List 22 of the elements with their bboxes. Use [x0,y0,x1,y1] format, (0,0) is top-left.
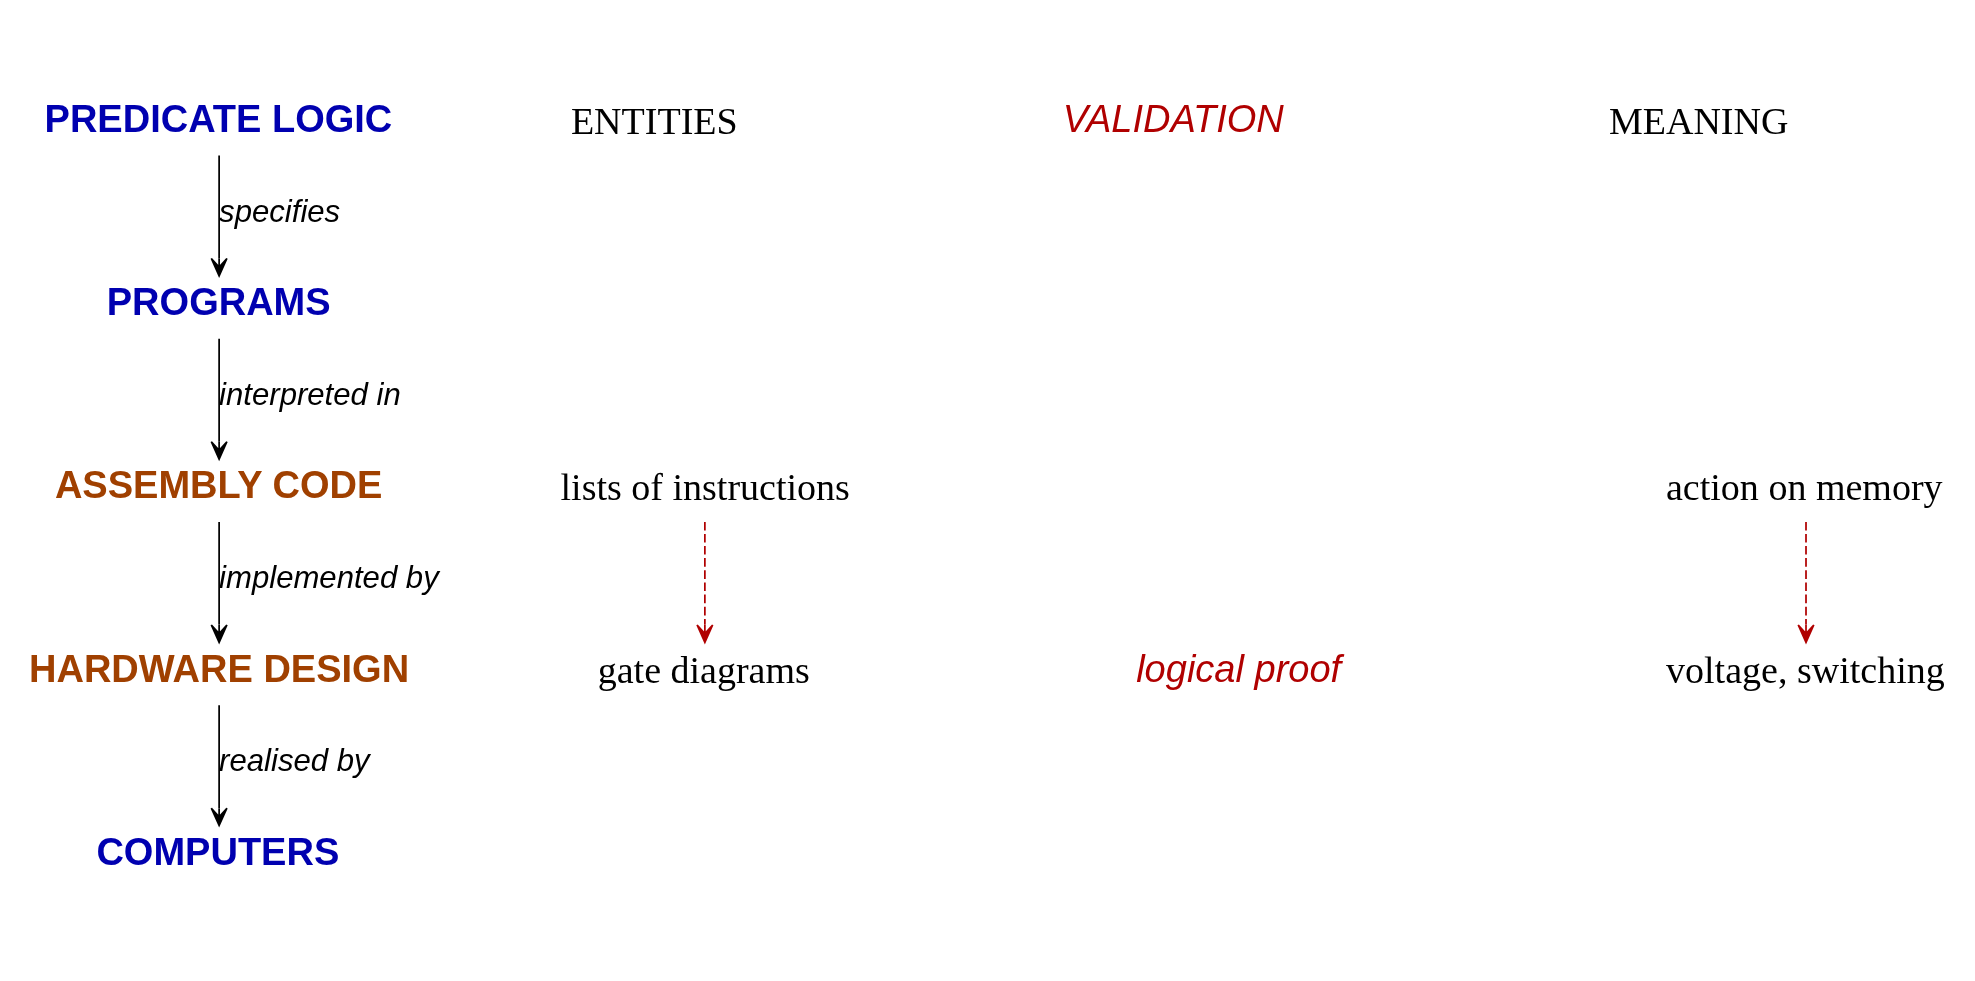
arrow [210,704,228,827]
node-text: gate diagrams [597,649,810,692]
node-text: ASSEMBLY CODE [54,464,383,507]
arrow [210,154,228,277]
edge-label: realised by [219,743,370,779]
arrow [210,521,228,644]
label: VALIDATION [1062,97,1284,140]
node-text: action on memory [1665,466,1943,509]
node-text: voltage, switching [1665,649,1945,692]
node-text: PROGRAMS [106,281,331,324]
arrow [696,521,714,644]
node-text: COMPUTERS [96,830,340,873]
label: ENTITIES [570,99,738,142]
node-text: HARDWARE DESIGN [28,647,410,690]
arrow [1797,521,1815,644]
edge-label: specifies [219,193,341,229]
arrow [210,337,228,460]
node-text: lists of instructions [560,466,850,509]
edge-label: implemented by [219,559,439,595]
label: MEANING [1608,99,1789,142]
edge-label: interpreted in [219,376,401,412]
node-text: PREDICATE LOGIC [44,97,393,140]
